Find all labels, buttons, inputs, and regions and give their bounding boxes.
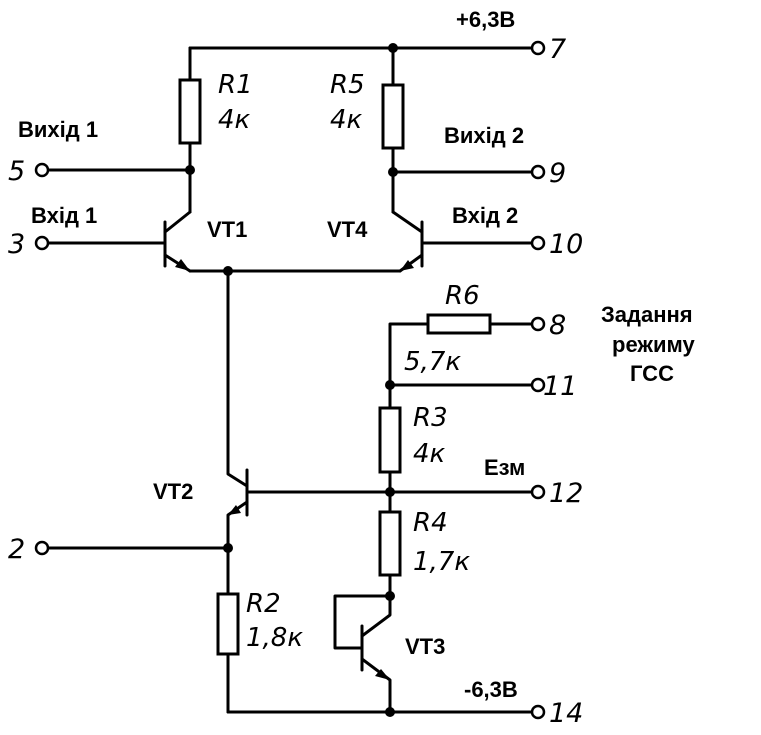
resistor-bodies xyxy=(178,78,492,656)
positive-supply-label: +6,3В xyxy=(456,7,515,32)
emitter-arrows xyxy=(175,259,414,680)
pin-9: 9 xyxy=(549,158,566,189)
r3-value: 4к xyxy=(413,439,446,469)
r4-ref: R4 xyxy=(413,508,448,538)
r1-body xyxy=(178,78,202,145)
vt1-label: VT1 xyxy=(207,217,247,242)
mode-label-line2: режиму xyxy=(612,332,695,357)
r1-value: 4к xyxy=(218,105,251,135)
pin-2: 2 xyxy=(8,534,25,565)
r2-body xyxy=(216,592,240,656)
terminal-11 xyxy=(530,377,546,393)
ezm-label: Езм xyxy=(484,455,525,480)
r5-body xyxy=(381,83,405,150)
input-2-label: Вхід 2 xyxy=(452,203,518,228)
r5-ref: R5 xyxy=(330,70,365,100)
pin-5: 5 xyxy=(8,156,25,187)
pin-10: 10 xyxy=(549,229,583,260)
output-1-label: Вихід 1 xyxy=(18,117,98,142)
terminal-5 xyxy=(34,162,50,178)
terminal-2 xyxy=(34,540,50,556)
pin-12: 12 xyxy=(549,478,583,509)
r3-ref: R3 xyxy=(413,403,448,433)
r4-value: 1,7к xyxy=(413,547,470,577)
r2-ref: R2 xyxy=(246,589,281,619)
input-1-label: Вхід 1 xyxy=(31,203,97,228)
terminal-14 xyxy=(530,704,546,720)
r1-ref: R1 xyxy=(218,70,253,100)
r3-body xyxy=(378,406,402,474)
vt4-label: VT4 xyxy=(327,217,368,242)
r6-ref: R6 xyxy=(445,281,480,311)
terminal-9 xyxy=(530,164,546,180)
pin-8: 8 xyxy=(549,310,566,341)
mode-label-line3: ГСС xyxy=(630,361,674,386)
junction-dots xyxy=(185,43,398,717)
terminal-8 xyxy=(530,316,546,332)
r5-value: 4к xyxy=(330,105,363,135)
r2-value: 1,8к xyxy=(246,623,303,653)
terminal-10 xyxy=(530,235,546,251)
mode-label-line1: Задання xyxy=(601,302,693,327)
r4-body xyxy=(378,510,402,577)
pin-numbers: 7 5 9 3 10 8 11 12 2 14 xyxy=(8,34,583,729)
pin-14: 14 xyxy=(549,698,583,729)
negative-supply-label: -6,3В xyxy=(464,677,518,702)
vt2-label: VT2 xyxy=(153,479,193,504)
pin-11: 11 xyxy=(543,371,577,402)
pin-7: 7 xyxy=(549,34,566,65)
r6-body xyxy=(426,313,492,335)
vt3-label: VT3 xyxy=(405,634,445,659)
r6-value: 5,7к xyxy=(404,347,461,377)
output-2-label: Вихід 2 xyxy=(444,123,524,148)
terminals xyxy=(34,40,546,720)
terminal-12 xyxy=(530,484,546,500)
pin-3: 3 xyxy=(8,229,25,260)
terminal-7 xyxy=(530,40,546,56)
terminal-3 xyxy=(34,235,50,251)
